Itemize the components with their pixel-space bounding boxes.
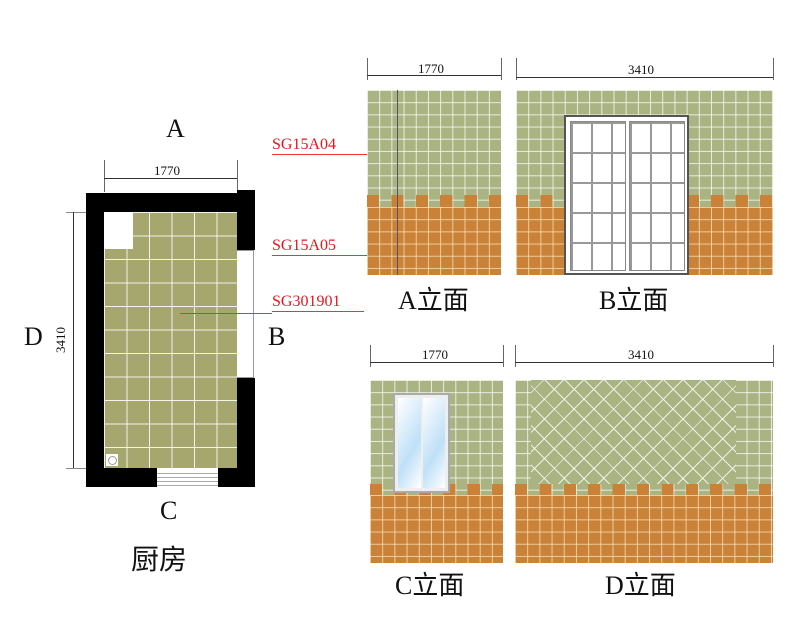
dim-line [367,75,501,76]
tile-border-step [515,484,773,496]
wall-top [86,193,237,212]
elevation-label: B立面 [599,286,669,315]
material-label-upper: SG15A04 [272,136,382,155]
width-dimension: 1770 [154,163,180,178]
side-label-a: A [166,114,185,143]
elevation-dimension: 1770 [422,347,448,362]
door-opening [237,250,254,378]
elevation-label: A立面 [398,286,469,315]
floor-drain-icon [106,454,118,466]
room-title: 厨房 [131,543,188,576]
floor-tiles [104,212,237,468]
door-leaf-left [570,121,626,271]
dim-line [370,362,503,363]
dim-tick [104,160,105,192]
lower-wall-tiles [367,207,501,275]
dim-line [515,362,773,363]
elevation-dimension: 3410 [628,62,654,77]
diagonal-feature-tiles [531,380,736,484]
side-label-b: B [268,322,286,351]
material-label-floor: SG301901 [272,293,364,312]
width-dimension-line [104,178,237,179]
dim-tick [237,160,238,192]
length-dimension: 3410 [53,327,68,353]
dim-tick [66,212,102,213]
window [393,393,450,493]
window-pane-left [398,398,421,488]
wall-right-lower [237,378,255,487]
lower-wall-tiles [515,495,773,563]
elevation-dimension: 3410 [628,347,654,362]
elevation-label: D立面 [605,571,676,600]
dim-line [516,77,773,78]
door-leaf-right [629,121,685,271]
wall-bottom-left [86,468,157,487]
elevation-label: C立面 [395,571,465,600]
glass-door [564,115,689,275]
wall-right-upper [237,190,255,250]
window-pane-right [423,398,445,488]
window-opening [157,470,218,486]
corner-line [397,90,398,275]
lower-wall-tiles [370,495,503,563]
wall-left [86,193,104,487]
counter-block [104,212,133,249]
elevation-dimension: 1770 [418,61,444,76]
tile-border-step [367,195,501,208]
dim-tick [66,468,102,469]
leader-line [180,313,272,314]
side-label-c: C [160,496,178,525]
length-dimension-line [73,212,74,468]
material-label-lower: SG15A05 [272,237,374,256]
wall-bottom-right [218,468,255,487]
side-label-d: D [24,322,43,351]
